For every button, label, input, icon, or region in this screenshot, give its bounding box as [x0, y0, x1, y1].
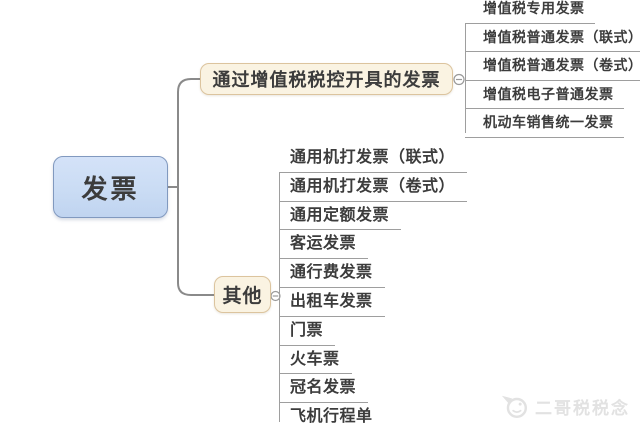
invoice-type-node[interactable]: 通用定额发票 [279, 202, 402, 231]
branch-node-vat-controlled[interactable]: 通过增值税税控开具的发票 [200, 63, 453, 95]
invoice-type-node[interactable]: 客运发票 [279, 230, 369, 260]
invoice-type-node[interactable]: 增值税普通发票（卷式） [465, 52, 640, 81]
invoice-type-node[interactable]: 冠名发票 [279, 374, 369, 404]
collapse-button-vat[interactable] [453, 73, 465, 86]
invoice-type-node[interactable]: 增值税普通发票（联式） [465, 24, 640, 52]
root-branch-connector-line [167, 78, 215, 296]
invoice-type-node[interactable]: 飞机行程单 [279, 403, 385, 428]
fish-logo-icon [501, 395, 527, 418]
invoice-type-node[interactable]: 通用机打发票（联式） [279, 144, 468, 173]
invoice-type-node[interactable]: 增值税电子普通发票 [465, 81, 624, 109]
invoice-type-node[interactable]: 门票 [279, 317, 336, 346]
invoice-type-node[interactable]: 通用机打发票（卷式） [279, 173, 468, 202]
watermark-text: 二哥税税念 [535, 398, 630, 418]
invoice-type-node[interactable]: 机动车销售统一发票 [465, 109, 624, 138]
list-connector-line [465, 22, 466, 133]
branch-node-other[interactable]: 其他 [214, 276, 271, 313]
invoice-type-node[interactable]: 火车票 [279, 346, 352, 375]
invoice-type-node[interactable]: 通行费发票 [279, 259, 385, 288]
watermark: 二哥税税念 [500, 390, 630, 422]
root-node-invoice[interactable]: 发票 [53, 156, 168, 218]
collapse-button-other[interactable] [270, 290, 281, 302]
vat-children-list: 增值税专用发票增值税普通发票（联式）增值税普通发票（卷式）增值税电子普通发票机动… [465, 0, 640, 138]
invoice-type-node[interactable]: 出租车发票 [279, 288, 385, 317]
list-connector-line [279, 171, 280, 422]
invoice-type-node[interactable]: 增值税专用发票 [465, 0, 595, 24]
other-children-list: 通用机打发票（联式）通用机打发票（卷式）通用定额发票客运发票通行费发票出租车发票… [279, 144, 468, 428]
